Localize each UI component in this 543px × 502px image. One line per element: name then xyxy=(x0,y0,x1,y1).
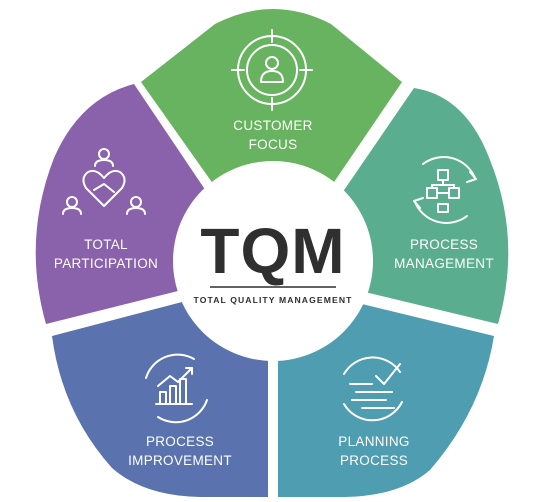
core-subtitle: TOTAL QUALITY MANAGEMENT xyxy=(194,295,353,305)
target-person-icon xyxy=(231,29,313,111)
segment-planning-process-line2: PROCESS xyxy=(340,453,408,468)
segment-total-participation: TOTAL PARTICIPATION xyxy=(35,84,208,324)
segment-process-management: PROCESS MANAGEMENT xyxy=(340,88,509,324)
growth-chart-icon xyxy=(145,353,208,424)
segment-total-participation-line1: TOTAL xyxy=(84,237,128,252)
core-title: TQM xyxy=(200,215,345,287)
tqm-core: TQM TOTAL QUALITY MANAGEMENT xyxy=(173,161,373,361)
flowchart-cycle-icon xyxy=(413,156,477,224)
core-circle xyxy=(173,161,373,361)
segment-total-participation-line2: PARTICIPATION xyxy=(54,256,158,271)
team-heart-icon xyxy=(62,148,146,215)
segment-process-improvement: PROCESS IMPROVEMENT xyxy=(52,302,268,497)
segment-planning-process: PLANNING PROCESS xyxy=(278,304,494,497)
segment-customer-focus: CUSTOMER FOCUS xyxy=(141,9,402,188)
segment-total-participation-shape xyxy=(35,84,208,324)
segment-planning-process-line1: PLANNING xyxy=(338,434,409,449)
segment-customer-focus-line2: FOCUS xyxy=(249,137,298,152)
checklist-cycle-icon xyxy=(343,356,403,422)
segment-process-improvement-line1: PROCESS xyxy=(146,434,214,449)
segment-process-management-shape xyxy=(340,88,509,324)
segment-process-management-line1: PROCESS xyxy=(410,237,478,252)
segment-process-improvement-line2: IMPROVEMENT xyxy=(128,453,232,468)
segment-process-management-line2: MANAGEMENT xyxy=(394,256,494,271)
segment-customer-focus-line1: CUSTOMER xyxy=(233,118,312,133)
